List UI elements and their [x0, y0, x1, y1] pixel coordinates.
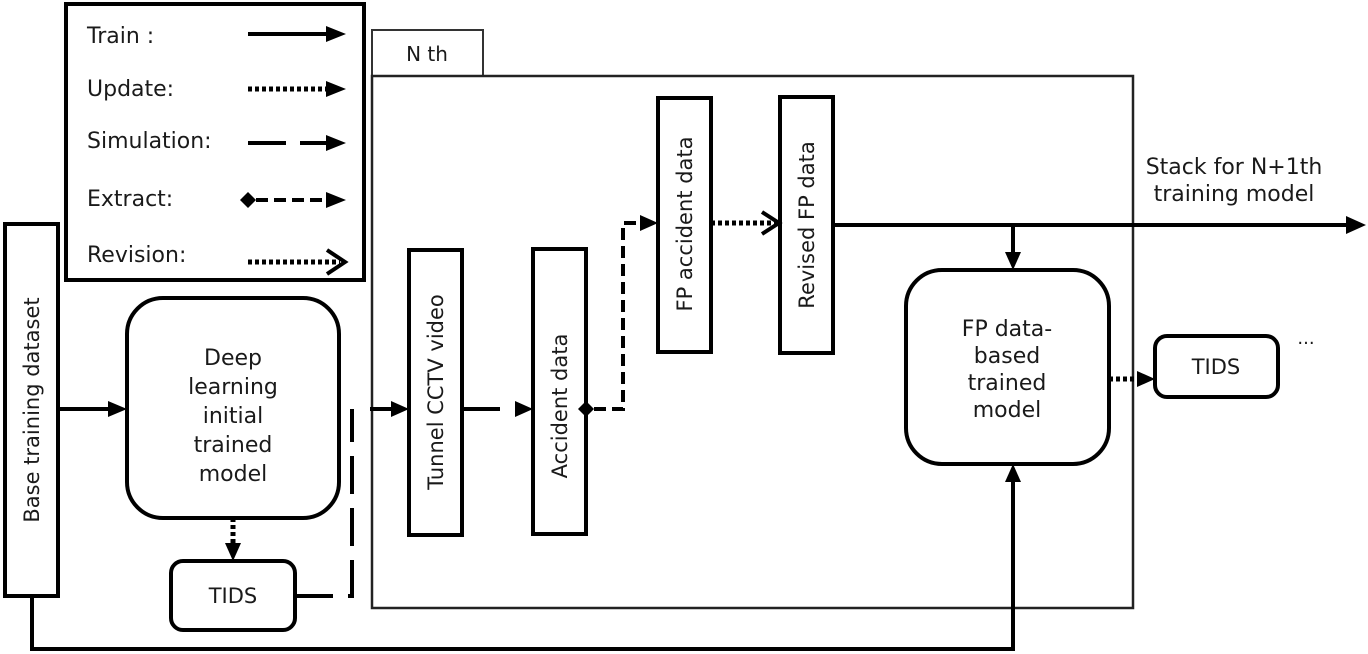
node-base-training-dataset-label: Base training dataset	[20, 297, 44, 522]
fp-model-line: trained	[968, 371, 1047, 396]
edge-train-base-to-initial	[58, 401, 127, 417]
fp-model-line: model	[973, 398, 1042, 423]
node-accident-data: Accident data	[531, 247, 588, 536]
stack-label-line: Stack for N+1th	[1146, 155, 1323, 180]
iteration-tab-label: N th	[406, 42, 448, 66]
legend-label-update: Update:	[87, 77, 174, 102]
fp-model-line: based	[974, 344, 1040, 369]
legend-train-arrow-icon	[248, 26, 346, 42]
initial-model-line: Deep	[204, 346, 262, 371]
tids-right-label: TIDS	[1191, 355, 1241, 379]
node-initial-model: Deep learning initial trained model	[125, 296, 341, 520]
edge-train-revised-to-stack	[833, 216, 1366, 234]
legend-extract-arrow-icon	[240, 192, 346, 208]
edge-update-initial-to-tids	[225, 518, 241, 561]
edge-train-base-to-fp-model	[30, 464, 1021, 651]
node-base-training-dataset: Base training dataset	[3, 222, 60, 598]
iteration-frame: N th	[370, 29, 1135, 610]
initial-model-line: learning	[188, 375, 278, 400]
initial-model-line: initial	[203, 404, 264, 429]
tids-left-label: TIDS	[208, 584, 258, 608]
edge-revision-fp-to-revised	[711, 210, 783, 236]
accident-data-label: Accident data	[548, 334, 572, 479]
edge-simulation-cctv-to-accident	[462, 401, 533, 417]
legend-update-arrow-icon	[248, 81, 346, 97]
node-fp-based-model: FP data- based trained model	[904, 268, 1111, 466]
legend-label-simulation: Simulation:	[87, 129, 212, 154]
legend-label-revision: Revision:	[87, 243, 186, 268]
initial-model-line: model	[199, 462, 268, 487]
fp-model-line: FP data-	[962, 317, 1052, 342]
revised-fp-data-label: Revised FP data	[795, 141, 819, 308]
stack-label-line: training model	[1154, 182, 1315, 207]
legend-revision-arrow-icon	[248, 248, 349, 276]
legend-label-extract: Extract:	[87, 187, 173, 212]
node-tunnel-cctv-video: Tunnel CCTV video	[407, 248, 464, 537]
initial-model-line: trained	[194, 433, 273, 458]
node-revised-fp-data: Revised FP data	[778, 95, 835, 355]
edge-train-revised-to-fp-model	[1005, 225, 1021, 270]
node-tids-left: TIDS	[169, 559, 297, 632]
legend: Train : Update: Simulation: Extract: Rev…	[64, 2, 366, 282]
legend-label-train: Train :	[86, 24, 154, 49]
tunnel-cctv-video-label: Tunnel CCTV video	[424, 294, 448, 491]
node-tids-right: TIDS	[1153, 334, 1280, 399]
edge-extract-accident-to-fp	[578, 215, 658, 417]
continuation-ellipsis: ...	[1297, 328, 1314, 349]
edge-update-fp-model-to-tids	[1109, 371, 1155, 387]
fp-accident-data-label: FP accident data	[673, 137, 697, 312]
edge-simulation-tids-to-cctv	[295, 401, 409, 598]
legend-simulation-arrow-icon	[248, 135, 346, 151]
node-fp-accident-data: FP accident data	[656, 96, 713, 354]
